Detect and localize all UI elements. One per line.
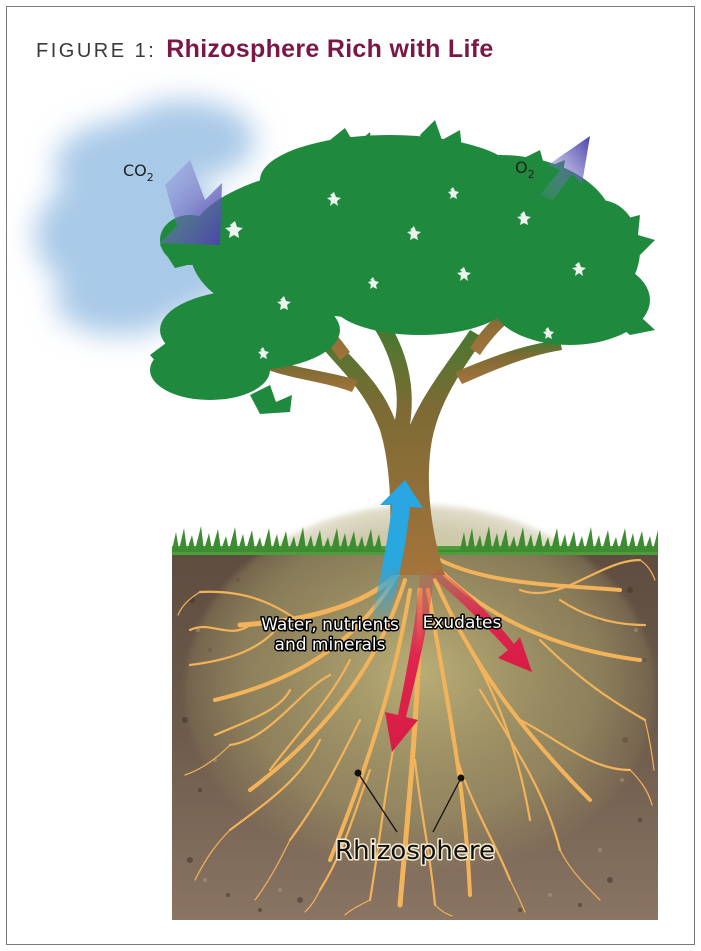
rhizosphere-zone (185, 505, 655, 875)
water-label-line1: Water, nutrients (261, 615, 399, 635)
cloud (35, 100, 255, 335)
o2-label: O2 (515, 158, 535, 181)
figure-main-title: Rhizosphere Rich with Life (166, 35, 494, 63)
roots (177, 557, 656, 917)
diagram-labels: CO2 O2 Water, nutrients and minerals Exu… (123, 158, 535, 868)
rhizosphere-dot-left (354, 769, 362, 777)
o2-arrow (540, 136, 590, 200)
exudate-arrows (385, 570, 532, 752)
co2-label: CO2 (123, 161, 154, 184)
exudates-label: Exudates (423, 613, 502, 633)
figure-label: FIGURE 1 (36, 40, 149, 62)
figure-title: FIGURE 1: Rhizosphere Rich with Life (36, 35, 494, 64)
water-label-line2: and minerals (275, 635, 386, 655)
rhizosphere-pointers (357, 772, 462, 833)
water-nutrients-label: Water, nutrients and minerals (260, 614, 401, 657)
rhizosphere-dot-right (457, 774, 465, 782)
tree-canopy (150, 120, 655, 414)
rhizosphere-label: Rhizosphere (335, 836, 495, 866)
co2-arrow (160, 160, 222, 245)
water-nutrients-arrow (372, 480, 423, 620)
figure-title-separator: : (148, 40, 154, 62)
